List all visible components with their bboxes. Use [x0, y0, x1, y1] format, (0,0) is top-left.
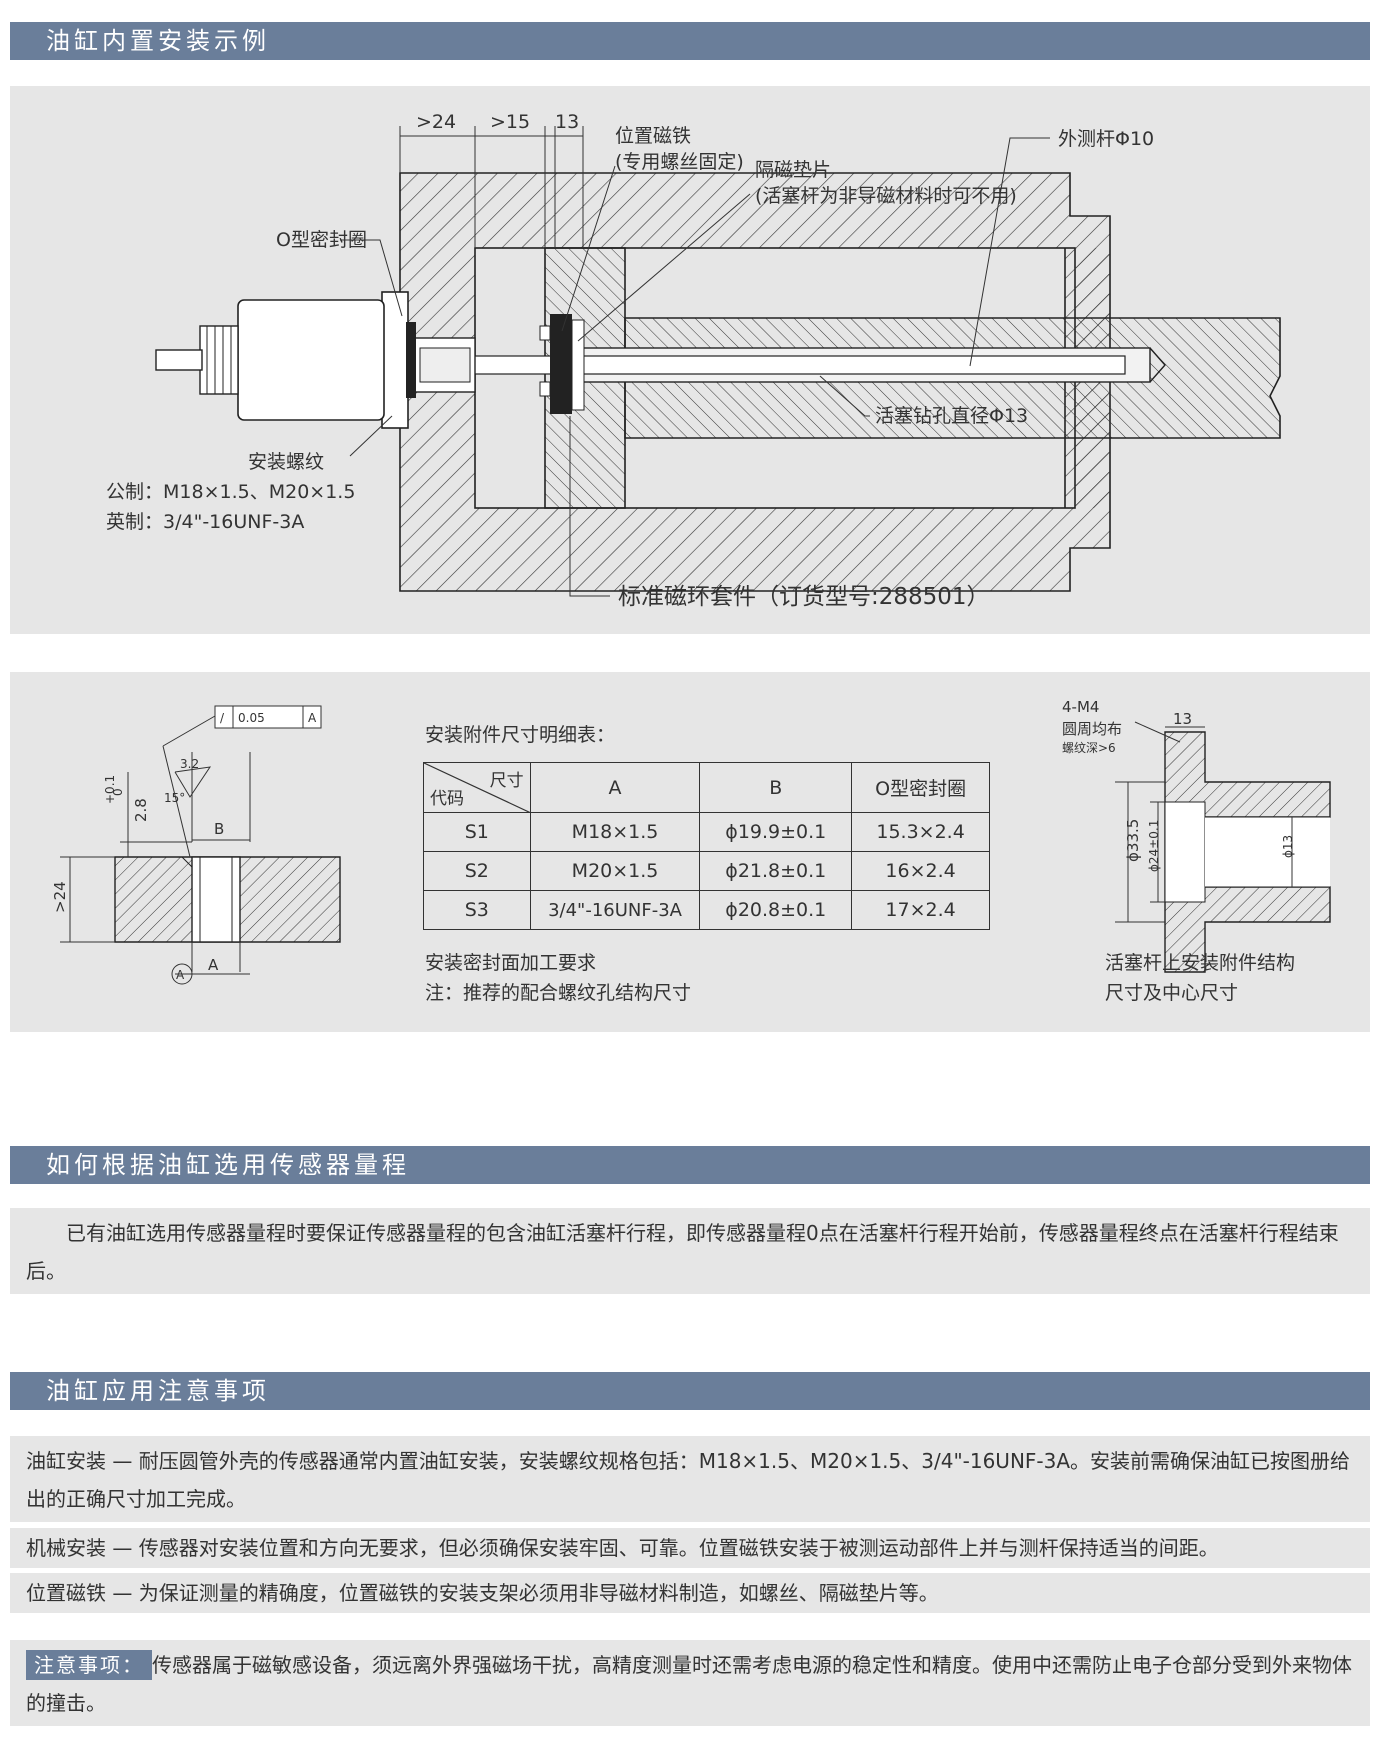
spacer-sub-label: (活塞杆为非导磁材料时可不用) — [755, 185, 1017, 207]
holes-sub-label: 圆周均布 — [1062, 720, 1122, 738]
accessory-spec-table: 尺寸 代码 A B O型密封圈 S1 M18×1.5 ϕ19.9±0.1 15.… — [423, 762, 990, 930]
dim-b-label: B — [214, 820, 224, 838]
table-cell: S2 — [423, 851, 531, 891]
sensor-flange — [381, 291, 409, 429]
thread-title-label: 安装螺纹 — [248, 451, 324, 473]
cable — [155, 349, 203, 371]
rod-dim-13-label: 13 — [1173, 710, 1192, 728]
thread-metric-label: 公制：M18×1.5、M20×1.5 — [106, 481, 355, 503]
rod-end-diagram: ϕ24±0.1 ϕ33.5 ϕ13 13 4-M4 圆周均布 螺纹深>6 — [1062, 698, 1331, 973]
table-corner-cell: 尺寸 代码 — [423, 762, 531, 813]
dia-24-label: ϕ24±0.1 — [1147, 820, 1161, 872]
table-cell: ϕ19.9±0.1 — [699, 812, 853, 852]
table-row: S1 M18×1.5 ϕ19.9±0.1 15.3×2.4 — [423, 812, 990, 852]
oring-label: O型密封圈 — [276, 229, 367, 251]
dim-24-label: >24 — [416, 111, 456, 133]
note-magnet: 位置磁铁 — 为保证测量的精确度，位置磁铁的安装支架必须用非导磁材料制造，如螺丝… — [10, 1573, 1370, 1613]
table-row: S2 M20×1.5 ϕ21.8±0.1 16×2.4 — [423, 851, 990, 891]
rod-caption-1: 活塞杆上安装附件结构 — [1105, 952, 1296, 974]
table-cell: S1 — [423, 812, 531, 852]
depth-tol-plus-label: +0.1 — [103, 775, 117, 804]
dim-15-label: >15 — [490, 111, 530, 133]
table-header-b: B — [699, 762, 853, 813]
rod-caption-2: 尺寸及中心尺寸 — [1105, 982, 1239, 1004]
rod-label: 外测杆Φ10 — [1058, 128, 1154, 150]
note-install: 油缸安装 — 耐压圆管外壳的传感器通常内置油缸安装，安装螺纹规格包括：M18×1… — [10, 1436, 1370, 1522]
spacer-label: 隔磁垫片 — [755, 159, 831, 181]
table-header-oring: O型密封圈 — [851, 762, 990, 813]
rod-caption: 活塞杆上安装附件结构 尺寸及中心尺寸 — [1105, 948, 1295, 1008]
section-header-install: 油缸内置安装示例 — [10, 22, 1370, 60]
table-row: S3 3/4"-16UNF-3A ϕ20.8±0.1 17×2.4 — [423, 890, 990, 930]
table-cell: 17×2.4 — [851, 890, 990, 930]
hole-diagram: >24 2.8 +0.1 0 B A A 3.2 15° / 0.05 A — [51, 705, 341, 985]
table-cell: M20×1.5 — [529, 851, 701, 891]
table-cell: 15.3×2.4 — [851, 812, 990, 852]
table-cell: ϕ21.8±0.1 — [699, 851, 853, 891]
note-mechanical: 机械安装 — 传感器对安装位置和方向无要求，但必须确保安装牢固、可靠。位置磁铁安… — [10, 1528, 1370, 1568]
o-ring — [406, 322, 416, 398]
hole-caption: 安装密封面加工要求 注：推荐的配合螺纹孔结构尺寸 — [425, 948, 691, 1008]
sensor-housing — [237, 299, 385, 421]
corner-top-label: 尺寸 — [489, 771, 524, 791]
table-title: 安装附件尺寸明细表： — [425, 724, 616, 746]
datum-circle-label: A — [176, 968, 185, 982]
dia-13-label: ϕ13 — [1281, 835, 1295, 858]
hole-caption-1: 安装密封面加工要求 — [425, 952, 597, 974]
attention-text: 传感器属于磁敏感设备，须远离外界强磁场干扰，高精度测量时还需考虑电源的稳定性和精… — [26, 1653, 1352, 1715]
corner-bottom-label: 代码 — [430, 789, 464, 809]
attention-note: 注意事项：传感器属于磁敏感设备，须远离外界强磁场干扰，高精度测量时还需考虑电源的… — [10, 1640, 1370, 1726]
hole-caption-2: 注：推荐的配合螺纹孔结构尺寸 — [425, 982, 692, 1004]
tolerance-label: 0.05 — [238, 711, 265, 725]
depth-tol-zero-label: 0 — [111, 788, 125, 796]
dim-a-label: A — [208, 956, 219, 974]
flatness-icon: / — [220, 711, 225, 725]
roughness-label: 3.2 — [180, 757, 199, 771]
table-cell: M18×1.5 — [529, 812, 701, 852]
thread-depth-label: 螺纹深>6 — [1062, 741, 1116, 755]
table-cell: 16×2.4 — [851, 851, 990, 891]
depth-label: 2.8 — [132, 798, 150, 822]
position-magnet — [550, 314, 572, 414]
dia-33-label: ϕ33.5 — [1124, 819, 1142, 862]
datum-label: A — [308, 711, 317, 725]
table-cell: 3/4"-16UNF-3A — [529, 890, 701, 930]
table-cell: S3 — [423, 890, 531, 930]
table-header-row: 尺寸 代码 A B O型密封圈 — [423, 762, 990, 813]
section-header-notes: 油缸应用注意事项 — [10, 1372, 1370, 1410]
table-header-a: A — [529, 762, 701, 813]
table-cell: ϕ20.8±0.1 — [699, 890, 853, 930]
min-depth-label: >24 — [51, 881, 69, 913]
magnet-label: 位置磁铁 — [615, 125, 691, 147]
magnet-sub-label: (专用螺丝固定) — [615, 151, 744, 173]
section-header-select: 如何根据油缸选用传感器量程 — [10, 1146, 1370, 1184]
kit-label: 标准磁环套件（订货型号:288501） — [618, 584, 990, 610]
attention-label: 注意事项： — [26, 1650, 152, 1680]
main-diagram-panel: >24 >15 13 位置磁铁 (专用螺丝固定) 隔磁垫片 (活塞杆为非导磁材料… — [10, 86, 1370, 634]
cylinder-diagram: >24 >15 13 位置磁铁 (专用螺丝固定) 隔磁垫片 (活塞杆为非导磁材料… — [106, 111, 1281, 610]
thread-imperial-label: 英制：3/4"-16UNF-3A — [106, 511, 304, 533]
holes-label: 4-M4 — [1062, 698, 1099, 716]
dim-13-label: 13 — [555, 111, 579, 133]
spacer — [571, 319, 585, 411]
angle-label: 15° — [164, 791, 185, 805]
bore-label: 活塞钻孔直径Φ13 — [875, 405, 1028, 427]
select-paragraph: 已有油缸选用传感器量程时要保证传感器量程的包含油缸活塞杆行程，即传感器量程0点在… — [10, 1208, 1370, 1294]
